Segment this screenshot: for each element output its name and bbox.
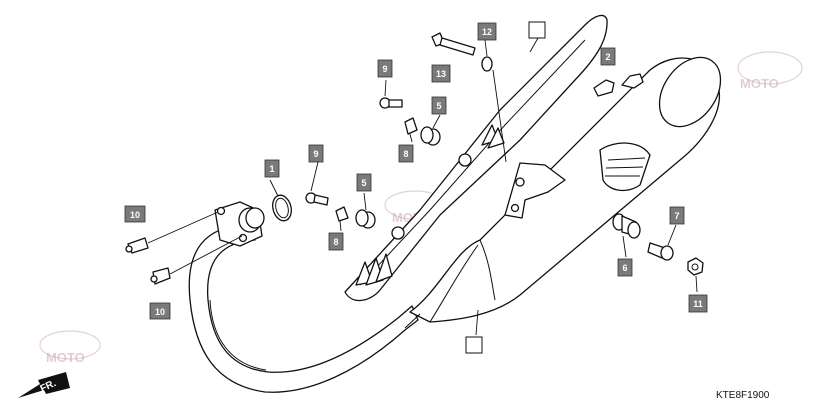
collar-upper (404, 117, 418, 135)
callout-10-upper-label: 10 (130, 210, 140, 220)
callout-empty-muffler (465, 336, 483, 354)
nut (687, 257, 704, 276)
grommet-lower (355, 209, 376, 229)
callout-13-label: 13 (436, 69, 446, 79)
callout-8-upper: 8 (398, 144, 414, 163)
callout-8-lower: 8 (328, 232, 344, 251)
washer (481, 56, 493, 72)
stud-upper (125, 237, 149, 254)
callout-8-upper-label: 8 (403, 149, 408, 159)
callout-empty-protector (528, 21, 546, 39)
diagram-code: KTE8F1900 (716, 390, 770, 401)
rubber-piece (593, 79, 615, 97)
callout-10-upper: 10 (124, 205, 146, 223)
callout-2: 2 (600, 47, 616, 66)
muffler-clip (621, 73, 644, 89)
watermark-text: MOTO (46, 350, 85, 365)
callout-9-lower-label: 9 (313, 149, 318, 159)
callout-12-label: 12 (482, 27, 492, 37)
collar-bolt (647, 242, 674, 261)
front-direction-arrow: FR. (18, 372, 70, 398)
callout-7: 7 (669, 206, 685, 225)
collar-lower (335, 206, 349, 222)
callout-10-lower: 10 (149, 302, 171, 320)
watermark-top-right: MOTO (737, 51, 803, 91)
callout-6-label: 6 (622, 263, 627, 273)
leader-lines (147, 37, 698, 336)
callout-9-upper-label: 9 (382, 64, 387, 74)
callout-2-label: 2 (605, 52, 610, 62)
long-bolt (431, 32, 476, 56)
grommet-upper (420, 126, 441, 146)
rubber-mount (612, 213, 641, 239)
exhaust-pipe (188, 224, 419, 393)
mounting-bracket (504, 162, 566, 219)
watermark-text: MOTO (740, 76, 779, 91)
muffler (404, 56, 722, 329)
exhaust-flange (214, 201, 265, 247)
callout-7-label: 7 (674, 211, 679, 221)
callout-10-lower-label: 10 (155, 307, 165, 317)
callout-11: 11 (688, 294, 708, 313)
callout-1-label: 1 (269, 164, 274, 174)
gasket-ring (272, 194, 292, 222)
callout-5-upper-label: 5 (436, 101, 441, 111)
muffler-protector (344, 14, 608, 302)
callout-9-upper: 9 (377, 59, 393, 78)
watermark-bottom-left: MOTO (39, 330, 101, 365)
bolt-lower (305, 192, 329, 206)
callout-1: 1 (264, 159, 280, 178)
callout-8-lower-label: 8 (333, 237, 338, 247)
callout-9-lower: 9 (308, 144, 324, 163)
callout-11-label: 11 (693, 299, 703, 309)
callout-6: 6 (617, 258, 633, 277)
stud-lower (150, 267, 171, 285)
callout-12: 12 (477, 22, 497, 41)
callout-5-upper: 5 (431, 96, 447, 115)
callout-5-lower: 5 (356, 173, 372, 192)
bolt-upper (379, 97, 403, 109)
callout-13: 13 (431, 64, 451, 83)
callout-5-lower-label: 5 (361, 178, 366, 188)
